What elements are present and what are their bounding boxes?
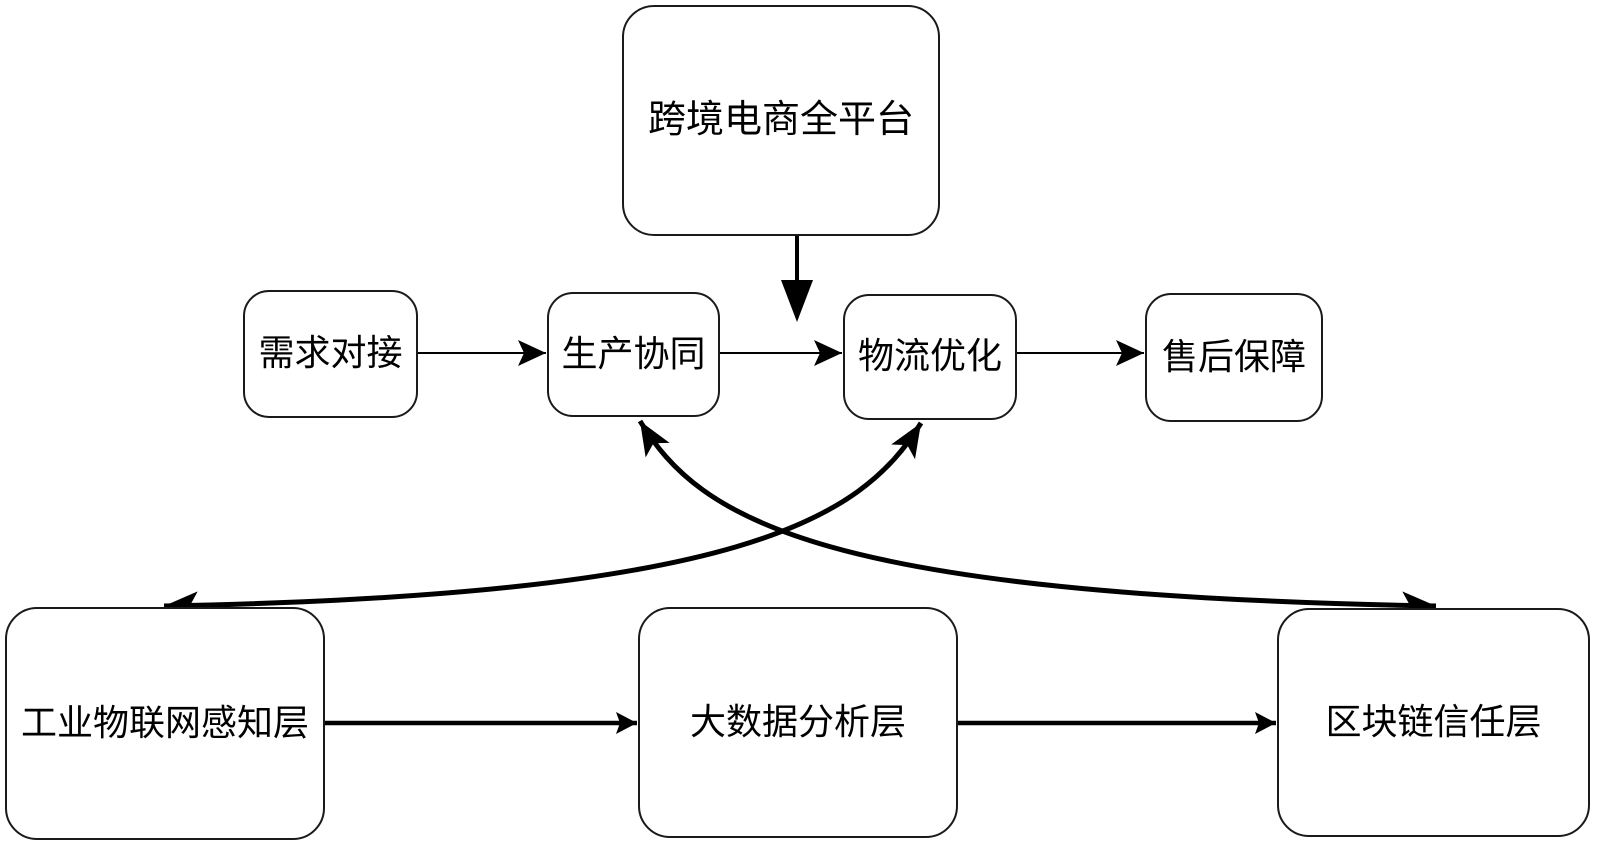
- node-after-sales-support: 售后保障: [1145, 293, 1323, 422]
- node-demand-matching: 需求对接: [243, 290, 418, 418]
- curve-production-blockchain: [637, 419, 1437, 620]
- node-industrial-iot-perception-layer: 工业物联网感知层: [5, 607, 325, 840]
- curve-logistics-iiot: [163, 421, 924, 620]
- node-cross-border-platform: 跨境电商全平台: [622, 5, 940, 236]
- node-cross-border-platform-label: 跨境电商全平台: [647, 98, 914, 141]
- node-big-data-analysis-layer: 大数据分析层: [638, 607, 958, 838]
- node-blockchain-trust-layer: 区块链信任层: [1277, 608, 1590, 837]
- node-logistics-optimization-label: 物流优化: [857, 336, 1002, 377]
- node-demand-matching-label: 需求对接: [258, 333, 403, 374]
- node-logistics-optimization: 物流优化: [843, 294, 1017, 420]
- node-big-data-analysis-layer-label: 大数据分析层: [689, 701, 906, 742]
- node-production-collaboration-label: 生产协同: [561, 333, 706, 374]
- node-industrial-iot-perception-layer-label: 工业物联网感知层: [20, 702, 309, 743]
- node-after-sales-support-label: 售后保障: [1161, 336, 1306, 377]
- arrow-platform-down-head: [781, 280, 813, 322]
- node-production-collaboration: 生产协同: [547, 292, 720, 417]
- node-blockchain-trust-layer-label: 区块链信任层: [1325, 701, 1542, 742]
